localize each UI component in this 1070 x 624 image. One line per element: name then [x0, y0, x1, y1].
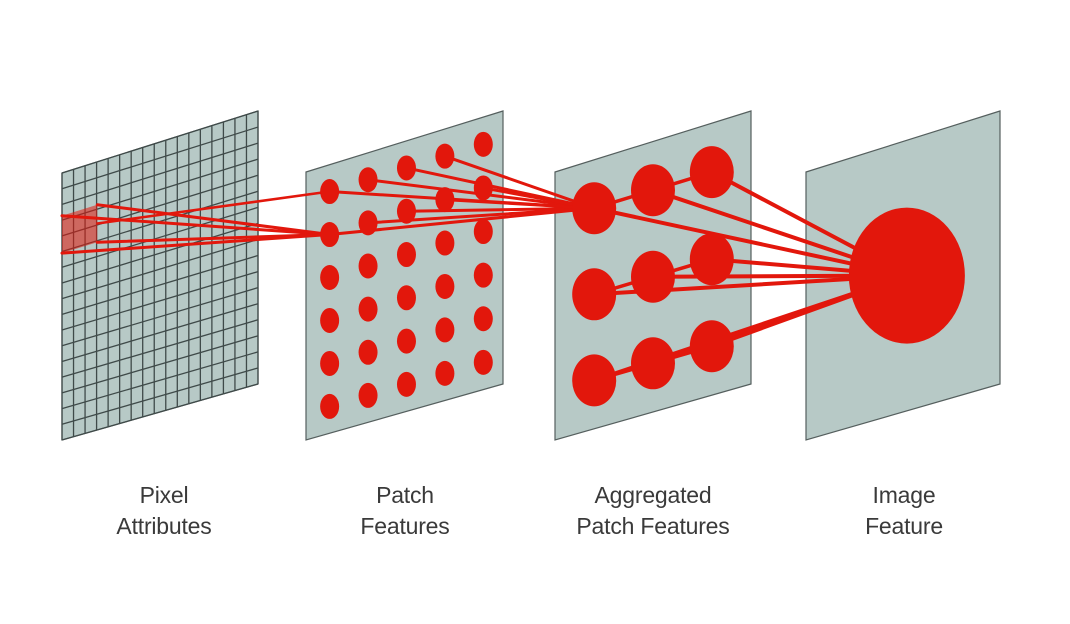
- caption-image-feature: Image Feature: [784, 480, 1024, 542]
- patch-feature-circle: [396, 242, 416, 268]
- caption-aggregated-patch-features: Aggregated Patch Features: [533, 480, 773, 542]
- caption-image-line2: Feature: [865, 513, 943, 539]
- patch-feature-circle: [320, 350, 340, 376]
- patch-feature-circle: [435, 230, 455, 256]
- patch-feature-circle: [320, 264, 340, 290]
- caption-aggregated-line2: Patch Features: [576, 513, 730, 539]
- aggregated-feature-circle: [689, 233, 734, 286]
- patch-feature-circle: [396, 328, 416, 354]
- patch-feature-circle: [435, 273, 455, 299]
- patch-feature-circle: [435, 360, 455, 386]
- pixel-grid-line: [61, 319, 259, 378]
- pixel-attributes-panel: [61, 110, 259, 441]
- aggregated-feature-circle: [689, 146, 734, 199]
- caption-image-line1: Image: [872, 482, 936, 508]
- patch-feature-circle: [435, 143, 455, 169]
- patch-feature-circle: [320, 179, 340, 205]
- patch-feature-circle: [358, 339, 378, 365]
- pixel-grid-line: [61, 142, 259, 206]
- patch-feature-circle: [358, 382, 378, 408]
- patch-feature-circle: [473, 219, 493, 245]
- aggregated-feature-circle: [572, 182, 617, 235]
- caption-pixel-line2: Attributes: [116, 513, 212, 539]
- aggregated-feature-circle: [631, 164, 675, 217]
- aggregated-feature-circle: [631, 337, 675, 390]
- aggregated-feature-circle: [689, 320, 734, 373]
- pixel-grid-line: [61, 126, 259, 190]
- patch-feature-circle: [396, 371, 416, 397]
- caption-patch-line1: Patch: [376, 482, 434, 508]
- caption-pixel-line1: Pixel: [139, 482, 189, 508]
- pixel-grid-line: [61, 335, 259, 394]
- patch-to-aggregated-link: [404, 206, 596, 213]
- pixel-grid-line: [61, 270, 259, 331]
- patch-feature-circle: [473, 349, 493, 375]
- caption-pixel-attributes: Pixel Attributes: [44, 480, 284, 542]
- patch-feature-circle: [396, 155, 416, 181]
- patch-feature-circle: [473, 175, 493, 201]
- pixel-grid-line: [61, 206, 259, 268]
- pixel-grid-line: [61, 367, 259, 425]
- image-feature-circle: [848, 207, 965, 344]
- pixel-grid-line: [61, 383, 259, 441]
- patch-feature-circle: [396, 285, 416, 311]
- patch-feature-circle: [473, 131, 493, 157]
- patch-feature-circle: [358, 210, 378, 236]
- pixel-to-patch-link: [60, 214, 332, 237]
- patch-feature-circle: [473, 306, 493, 332]
- aggregated-feature-circle: [572, 354, 617, 407]
- pixel-to-patch-link: [96, 190, 331, 225]
- pixel-grid-line: [61, 110, 259, 174]
- patch-feature-circle: [320, 222, 340, 248]
- patch-feature-circle: [473, 262, 493, 288]
- pixel-grid-line: [61, 351, 259, 410]
- pixel-grid-line: [61, 222, 259, 284]
- aggregated-feature-circle: [572, 268, 617, 321]
- pixel-grid-line: [61, 303, 259, 363]
- patch-feature-circle: [358, 253, 378, 279]
- caption-aggregated-line1: Aggregated: [594, 482, 712, 508]
- patch-feature-circle: [396, 198, 416, 224]
- caption-patch-line2: Features: [360, 513, 450, 539]
- patch-feature-circle: [435, 187, 455, 213]
- patch-feature-circle: [358, 296, 378, 322]
- pixel-to-patch-link: [60, 233, 332, 255]
- patch-feature-circle: [320, 307, 340, 333]
- patch-to-aggregated-link: [443, 198, 596, 210]
- patch-to-aggregated-link: [443, 154, 596, 210]
- pixel-to-patch-link: [95, 203, 332, 237]
- patch-feature-circle: [358, 167, 378, 193]
- pixel-grid-line: [61, 238, 259, 300]
- patch-feature-circle: [320, 393, 340, 419]
- aggregated-feature-circle: [631, 250, 675, 303]
- patch-feature-circle: [435, 317, 455, 343]
- pixel-grid-line: [61, 254, 259, 315]
- caption-patch-features: Patch Features: [285, 480, 525, 542]
- pixel-grid-line: [61, 287, 259, 347]
